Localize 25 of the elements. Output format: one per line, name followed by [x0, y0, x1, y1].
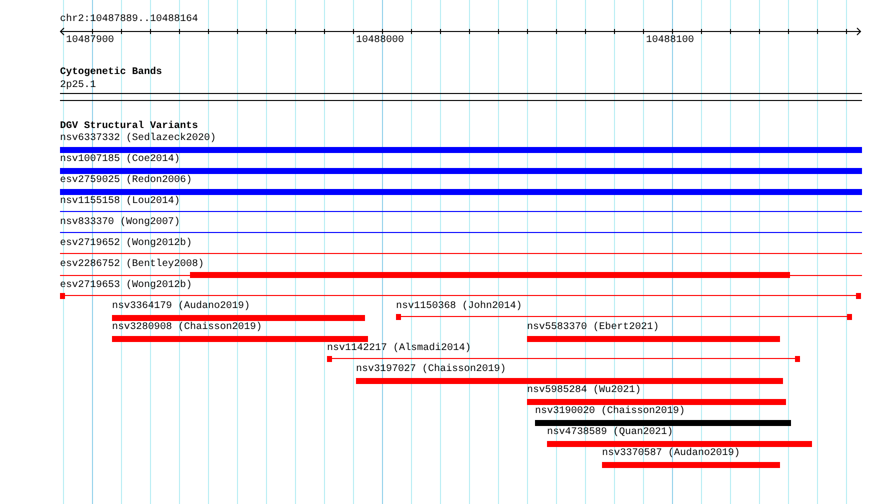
- variant-label: nsv1142217 (Alsmadi2014): [327, 343, 472, 355]
- position-label: 10488100: [646, 35, 694, 47]
- variant-label: nsv6337332 (Sedlazeck2020): [60, 133, 216, 145]
- track-title: Cytogenetic Bands: [60, 67, 162, 79]
- variant-label: nsv3364179 (Audano2019): [112, 301, 250, 313]
- position-label: 10487900: [66, 35, 114, 47]
- variant-label: nsv1007185 (Coe2014): [60, 154, 180, 166]
- variant-label: esv2719653 (Wong2012b): [60, 280, 192, 292]
- variant-label: nsv1150368 (John2014): [396, 301, 522, 313]
- variant-label: nsv3370587 (Audano2019): [602, 448, 740, 460]
- track-title: DGV Structural Variants: [60, 121, 198, 132]
- variant-label: nsv4738589 (Quan2021): [547, 427, 674, 439]
- variant-label: nsv833370 (Wong2007): [60, 217, 180, 229]
- variant-label: esv2759025 (Redon2006): [60, 175, 192, 187]
- variant-label: nsv5583370 (Ebert2021): [527, 322, 660, 334]
- position-label: 10488000: [356, 35, 404, 47]
- variant-label: esv2286752 (Bentley2008): [60, 259, 204, 271]
- variant-label: nsv3190020 (Chaisson2019): [535, 406, 686, 418]
- variant-label: nsv3197027 (Chaisson2019): [356, 364, 506, 376]
- variant-label: nsv5985284 (Wu2021): [527, 385, 642, 397]
- variant-label: nsv3280908 (Chaisson2019): [112, 322, 262, 334]
- band-label: 2p25.1: [60, 80, 96, 92]
- region-label: chr2:10487889..10488164: [60, 14, 198, 26]
- variant-label: esv2719652 (Wong2012b): [60, 238, 192, 250]
- variant-label: nsv1155158 (Lou2014): [60, 196, 180, 208]
